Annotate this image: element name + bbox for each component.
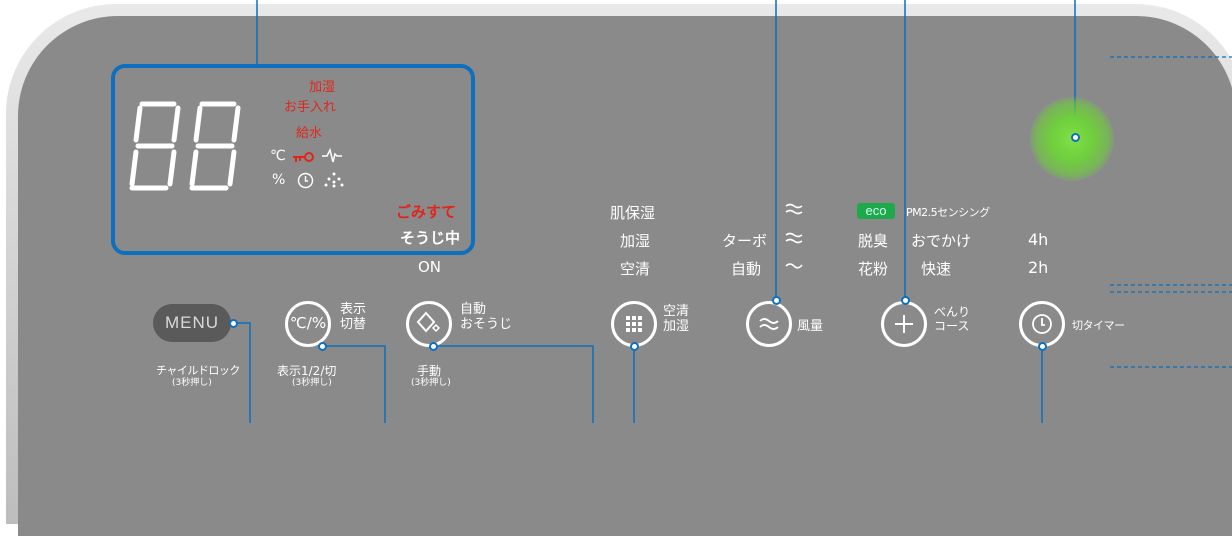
display-toggle-button[interactable]: ℃/% [285, 301, 331, 347]
humidify-label: 加湿 [620, 232, 651, 250]
outing-label: おでかけ [911, 232, 972, 250]
dust-empty-indicator: ごみすて [396, 203, 457, 221]
deodorize-label: 脱臭 [858, 232, 889, 250]
quick-label: 快速 [921, 260, 952, 278]
turbo-label: ターボ [722, 232, 768, 250]
power-on-indicator: ON [418, 258, 442, 276]
pm25-sensing-label: PM2.5センシング [906, 206, 990, 219]
display-callout-dot [318, 342, 327, 351]
manual-hold-note: (3秒押し) [411, 378, 451, 388]
display-toggle-label: 表示切替 [340, 302, 367, 332]
led-callout-dot [1071, 133, 1080, 142]
fan-callout-dot [772, 296, 781, 305]
sensor-wave-icon [322, 148, 342, 163]
water-indicator: 給水 [296, 126, 323, 141]
callout-lines [235, 0, 1232, 423]
course-callout-dot [901, 296, 910, 305]
manual-label: 手動 [417, 364, 442, 378]
celsius-percent-icon: ℃/% [289, 314, 327, 332]
sparkle-diamond-icon [416, 311, 441, 333]
off-timer-button[interactable] [1019, 301, 1065, 347]
timer-callout-dot [1038, 342, 1047, 351]
key-lock-icon [293, 152, 314, 162]
air-clean-label: 空清 [620, 260, 651, 278]
air-humidify-button[interactable] [611, 301, 657, 347]
wind-icon [759, 318, 779, 330]
humidify-indicator: 加湿 [308, 80, 335, 95]
timer-2h-label: 2h [1028, 258, 1049, 277]
menu-callout-dot [229, 319, 238, 328]
child-lock-hold-note: (3秒押し) [172, 378, 212, 388]
percent-indicator: % [272, 172, 286, 188]
skin-humidify-label: 肌保湿 [610, 204, 656, 222]
clock-icon [1032, 314, 1052, 334]
cleaning-indicator: そうじ中 [400, 229, 461, 247]
fan-level-mid-icon [785, 232, 803, 244]
air-callout-dot [630, 342, 639, 351]
auto-label: 自動 [731, 260, 762, 278]
course-button[interactable] [881, 301, 927, 347]
humidify-care-indicator: 加湿 [297, 80, 347, 95]
pollen-label: 花粉 [858, 260, 889, 278]
plus-icon [895, 315, 913, 333]
celsius-indicator: ℃ [270, 148, 286, 164]
auto-clean-callout-dot [429, 342, 438, 351]
lcd-display [111, 64, 475, 255]
air-humidify-label: 空清加湿 [663, 304, 690, 334]
segment-digits [129, 101, 241, 191]
display-hold-note: (3秒押し) [292, 378, 332, 388]
auto-clean-button[interactable] [406, 301, 452, 347]
grid-dots-icon [626, 316, 642, 332]
menu-button[interactable]: MENU [153, 304, 231, 342]
fan-speed-button[interactable] [746, 301, 792, 347]
mist-dots-icon [324, 172, 344, 188]
eco-indicator: eco [857, 203, 895, 219]
off-timer-label: 切タイマー [1072, 319, 1125, 332]
fan-level-high-icon [785, 203, 803, 215]
auto-clean-label: 自動おそうじ [460, 302, 513, 332]
fan-speed-label: 風量 [797, 319, 824, 334]
timer-icon [297, 172, 314, 189]
display-mode-label: 表示1/2/切 [277, 364, 337, 378]
care-indicator: お手入れ [284, 100, 337, 115]
timer-4h-label: 4h [1028, 230, 1049, 249]
child-lock-label: チャイルドロック [156, 364, 240, 377]
fan-level-low-icon [785, 263, 803, 269]
course-label: べんりコース [934, 305, 971, 333]
